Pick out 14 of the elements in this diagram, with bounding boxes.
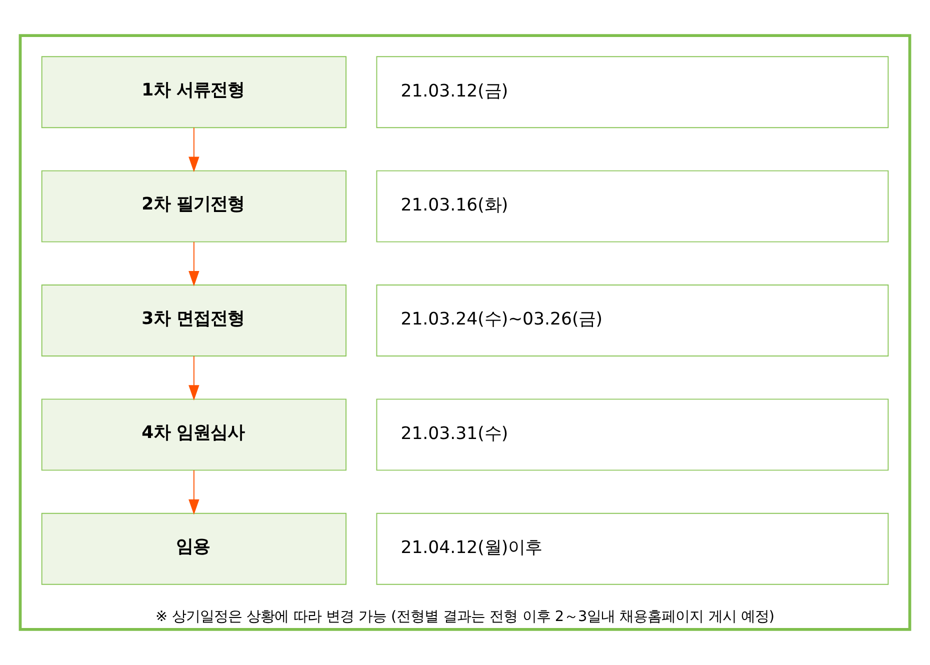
node-box: 1차 서류전형 xyxy=(41,56,346,128)
node-box: 21.03.24(수)~03.26(금) xyxy=(376,284,889,356)
arrow xyxy=(188,127,200,172)
arrow xyxy=(188,356,200,400)
node-box: 21.04.12(월)이후 xyxy=(376,512,889,585)
node-box: 3차 면접전형 xyxy=(41,284,346,356)
node-box: 4차 임원심사 xyxy=(41,398,346,471)
node-box: 21.03.31(수) xyxy=(376,398,889,471)
arrow xyxy=(188,470,200,515)
node-box: 임용 xyxy=(41,512,346,585)
arrow xyxy=(188,241,200,286)
node-box: 21.03.16(화) xyxy=(376,170,889,242)
node-box: 21.03.12(금) xyxy=(376,56,889,128)
node-box: 2차 필기전형 xyxy=(41,170,346,242)
